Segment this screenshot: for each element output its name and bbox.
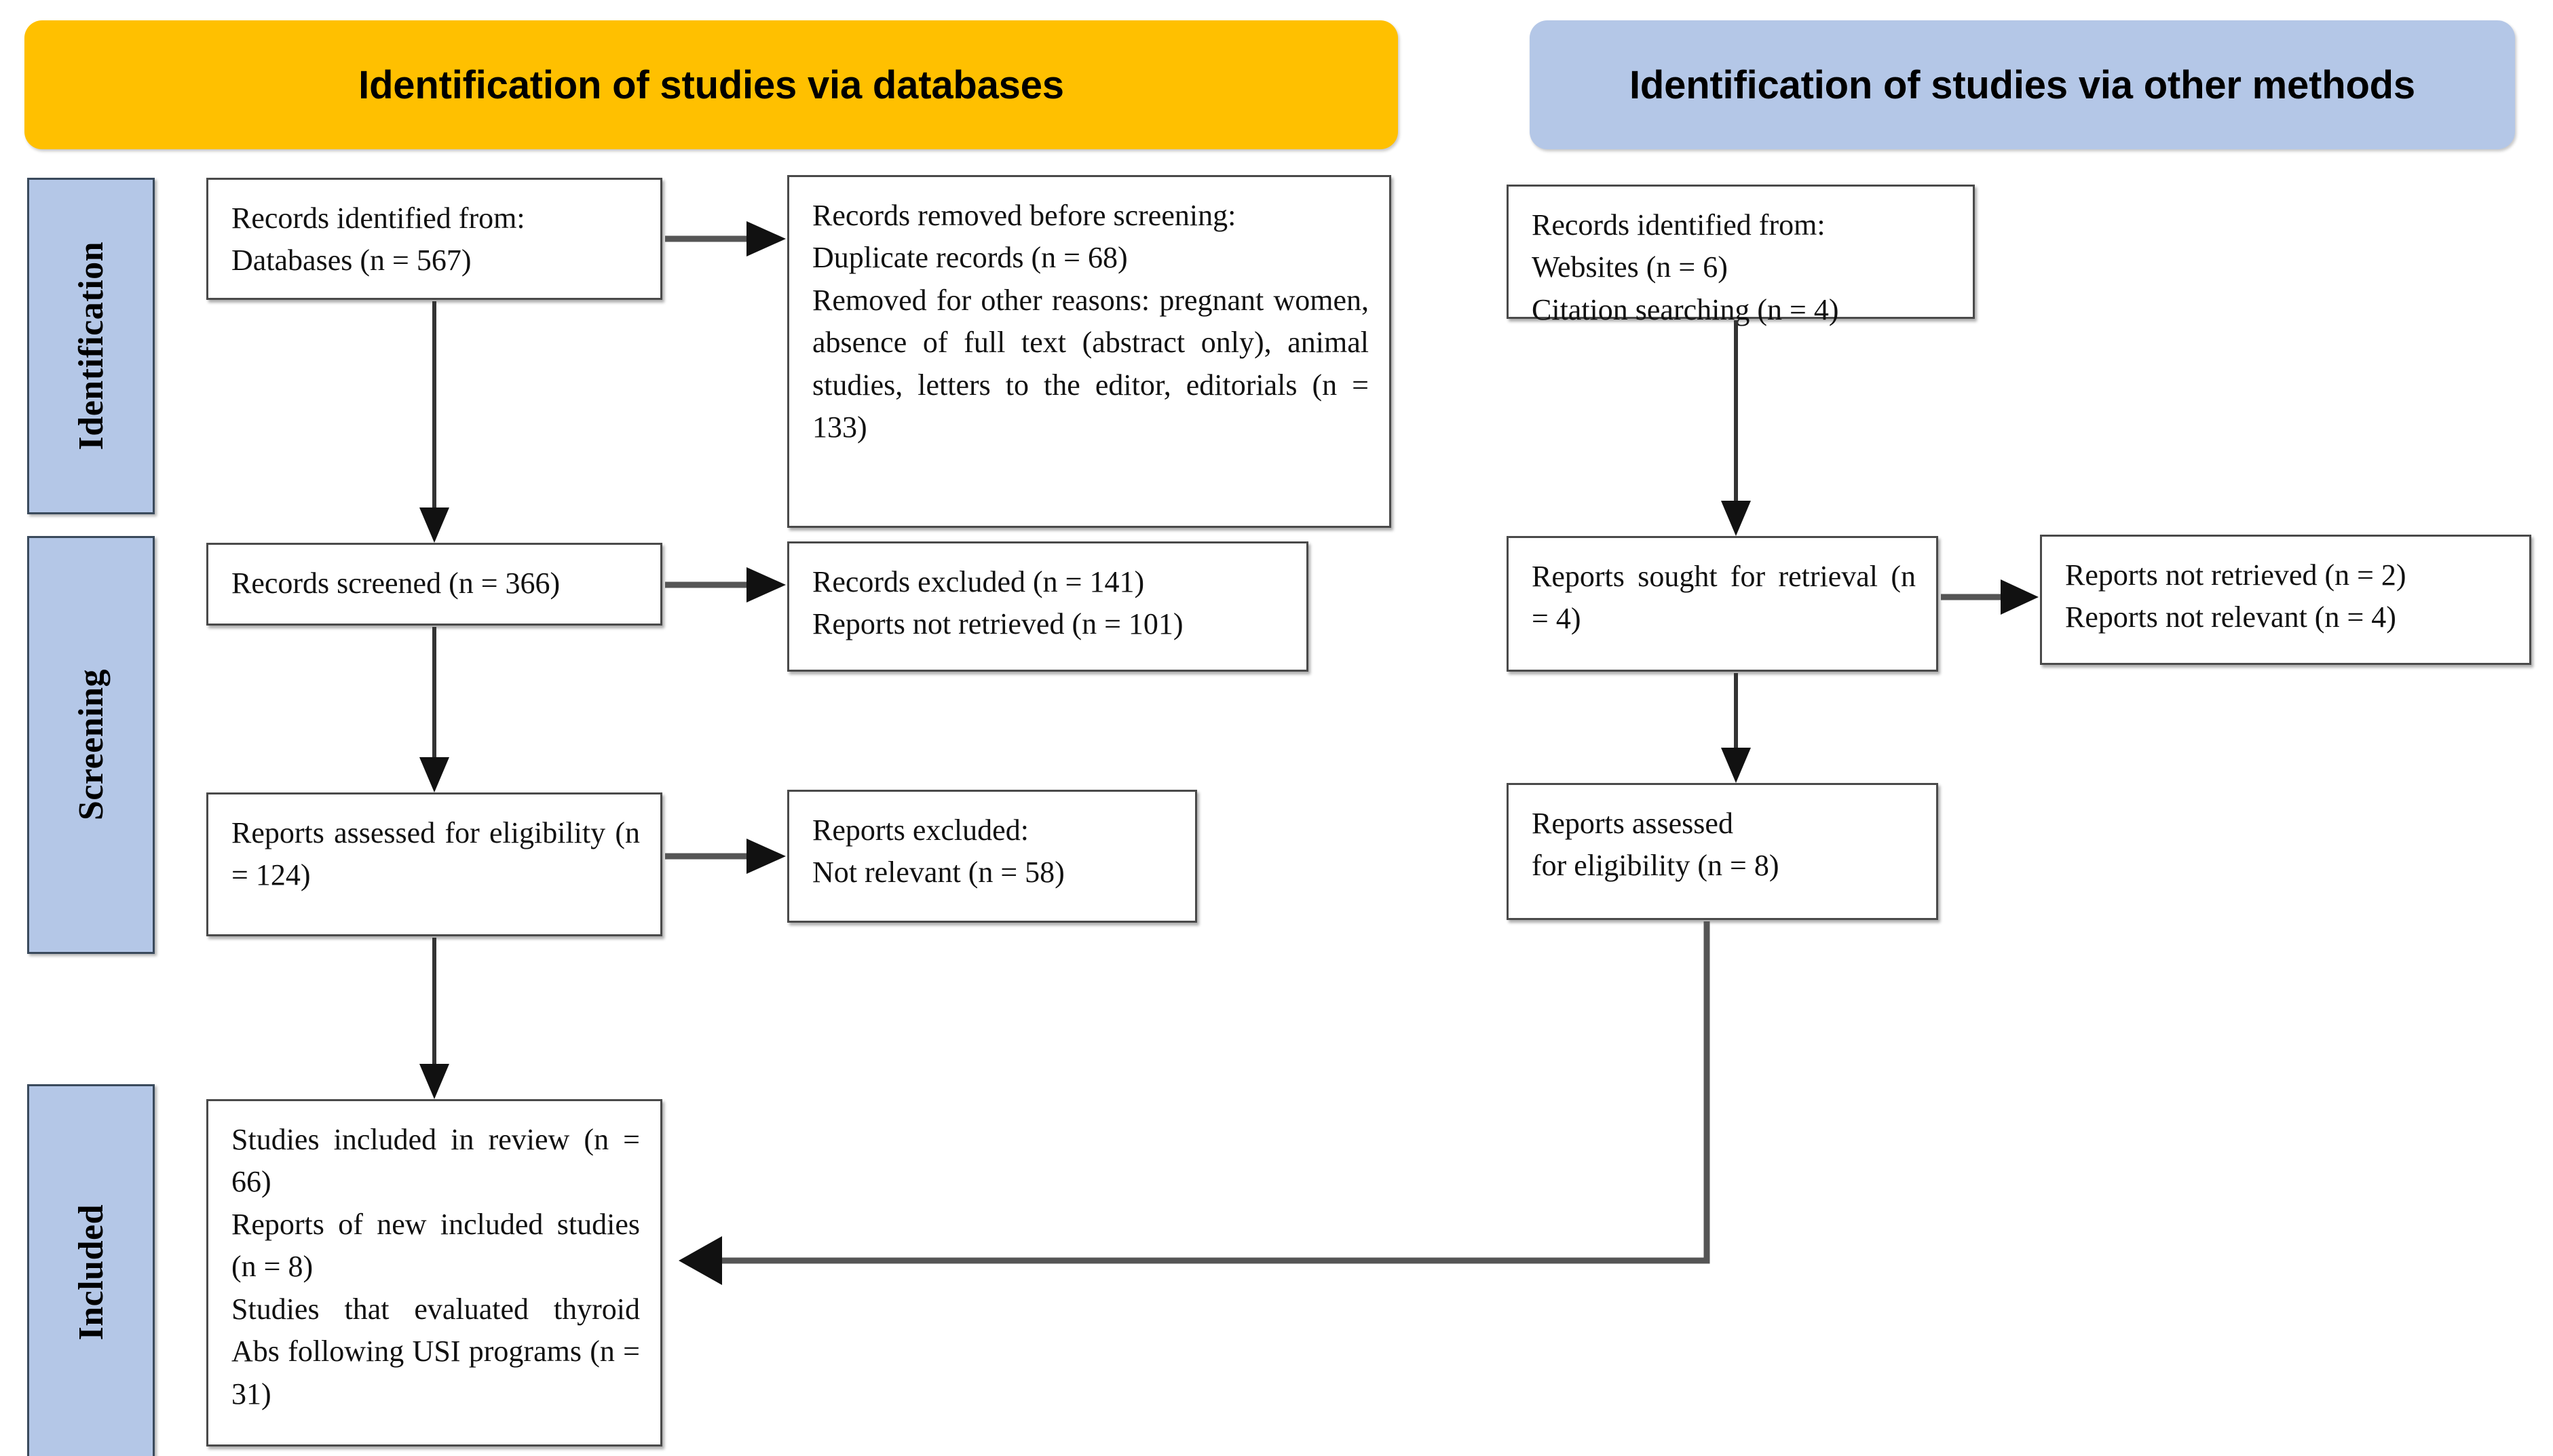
- box-records-excluded: Records excluded (n = 141) Reports not r…: [787, 541, 1308, 672]
- box-records-identified-other-line1: Records identified from:: [1532, 208, 1826, 242]
- box-studies-included-line2: Reports of new included studies (n = 8): [231, 1207, 640, 1284]
- box-records-identified-other-line2: Websites (n = 6): [1532, 250, 1728, 284]
- box-reports-not-retrieved-line2: Reports not relevant (n = 4): [2065, 600, 2396, 634]
- box-reports-not-retrieved-line1: Reports not retrieved (n = 2): [2065, 558, 2406, 592]
- box-records-excluded-line1: Records excluded (n = 141): [812, 565, 1145, 598]
- stage-bar-included: Included: [27, 1084, 155, 1456]
- arrow-screened-to-assessed: [419, 627, 449, 792]
- stage-bar-included-label: Included: [71, 1204, 111, 1341]
- header-banner-other-methods: Identification of studies via other meth…: [1530, 20, 2515, 149]
- box-records-identified-databases: Records identified from: Databases (n = …: [206, 178, 662, 300]
- arrow-sought-to-not-retrieved: [1941, 579, 2039, 615]
- box-reports-assessed-eligibility-other: Reports assessed for eligibility (n = 8): [1507, 783, 1938, 920]
- box-records-removed-line2: Duplicate records (n = 68): [812, 241, 1128, 275]
- box-records-screened: Records screened (n = 366): [206, 543, 662, 626]
- arrow-screened-to-excluded: [665, 567, 786, 602]
- header-banner-other-methods-label: Identification of studies via other meth…: [1629, 62, 2415, 107]
- box-records-removed-before-screening: Records removed before screening: Duplic…: [787, 175, 1391, 528]
- box-reports-assessed-other-line1: Reports assessed: [1532, 807, 1733, 840]
- box-studies-included-line1: Studies included in review (n = 66): [231, 1123, 640, 1199]
- arrow-identified-to-removed: [665, 221, 786, 256]
- box-records-identified-other-line3: Citation searching (n = 4): [1532, 292, 1839, 326]
- box-records-identified-databases-line1: Records identified from:: [231, 202, 525, 235]
- arrow-assessed-other-to-included: [679, 921, 1710, 1285]
- stage-bar-identification: Identification: [27, 178, 155, 514]
- box-records-removed-line1: Records removed before screening:: [812, 199, 1236, 232]
- box-reports-assessed-eligibility: Reports assessed for eligibility (n = 12…: [206, 792, 662, 936]
- box-reports-excluded: Reports excluded: Not relevant (n = 58): [787, 790, 1197, 923]
- stage-bar-screening: Screening: [27, 536, 155, 954]
- box-reports-assessed-eligibility-line1: Reports assessed for eligibility (n = 12…: [231, 816, 640, 892]
- box-reports-not-retrieved: Reports not retrieved (n = 2) Reports no…: [2040, 535, 2531, 665]
- arrow-identified-to-screened: [419, 301, 449, 543]
- header-banner-databases: Identification of studies via databases: [24, 20, 1398, 149]
- box-studies-included-in-review: Studies included in review (n = 66) Repo…: [206, 1099, 662, 1447]
- box-records-screened-line1: Records screened (n = 366): [231, 567, 561, 600]
- box-reports-excluded-line2: Not relevant (n = 58): [812, 856, 1065, 889]
- arrow-identified-other-to-sought: [1721, 320, 1751, 536]
- box-reports-sought-line1: Reports sought for retrieval (n = 4): [1532, 560, 1916, 636]
- box-studies-included-line3: Studies that evaluated thyroid Abs follo…: [231, 1292, 640, 1411]
- box-reports-sought-for-retrieval: Reports sought for retrieval (n = 4): [1507, 536, 1938, 672]
- box-records-excluded-line2: Reports not retrieved (n = 101): [812, 607, 1184, 641]
- stage-bar-identification-label: Identification: [71, 242, 111, 451]
- arrow-assessed-to-reports-excluded: [665, 839, 786, 874]
- header-banner-databases-label: Identification of studies via databases: [358, 62, 1064, 107]
- box-records-identified-databases-line2: Databases (n = 567): [231, 244, 472, 277]
- box-reports-assessed-other-line2: for eligibility (n = 8): [1532, 849, 1779, 883]
- arrow-assessed-to-included: [419, 938, 449, 1099]
- box-records-removed-line3: Removed for other reasons: pregnant wome…: [812, 283, 1369, 444]
- box-records-identified-other-methods: Records identified from: Websites (n = 6…: [1507, 185, 1975, 326]
- arrow-sought-to-assessed-other: [1721, 673, 1751, 783]
- stage-bar-screening-label: Screening: [71, 669, 111, 821]
- box-reports-excluded-line1: Reports excluded:: [812, 813, 1029, 847]
